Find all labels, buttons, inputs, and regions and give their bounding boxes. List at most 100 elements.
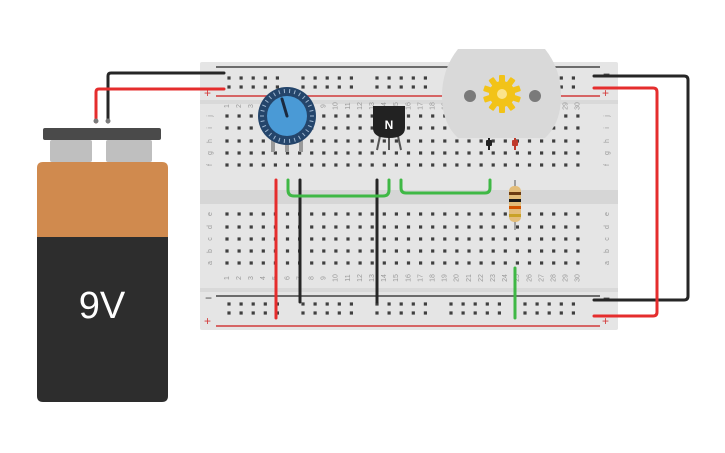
rail-hole [263,302,267,306]
terminal-hole [237,249,241,253]
terminal-hole [322,163,326,167]
terminal-hole [540,249,544,253]
terminal-hole [443,139,447,143]
terminal-hole [261,212,265,216]
terminal-hole [249,249,253,253]
terminal-hole [419,114,423,118]
black-wire-top-negative-to-bottom-negative-rail[interactable] [592,74,690,302]
motor-gear-icon [483,75,521,113]
terminal-hole [564,114,568,118]
dc-motor[interactable] [442,49,561,150]
rail-hole [559,85,563,89]
rail-hole [375,76,379,80]
terminal-hole [467,237,471,241]
terminal-hole [225,126,229,130]
terminal-hole [576,237,580,241]
terminal-hole [249,261,253,265]
potentiometer[interactable] [258,87,316,152]
terminal-hole [310,212,314,216]
transistor-label: N [385,118,394,132]
row-letter-right: c [604,237,611,241]
terminal-hole [394,151,398,155]
terminal-hole [394,249,398,253]
rail-hole [313,76,317,80]
npn-transistor[interactable]: N [373,106,405,151]
terminal-hole [358,163,362,167]
row-letter-right: e [604,212,611,216]
rail-hole [239,76,243,80]
terminal-hole [285,151,290,155]
terminal-hole [261,237,265,241]
terminal-hole [261,225,265,229]
terminal-hole [564,225,568,229]
column-number-bottom: 21 [466,274,473,282]
column-number-top: 1 [224,104,231,108]
rail-hole [423,302,427,306]
potentiometer-tick [268,95,272,100]
terminal-hole [491,151,495,155]
green-wire-potentiometer-wiper-to-transistor-base[interactable] [286,178,391,198]
terminal-hole [346,225,350,229]
terminal-hole [394,163,398,167]
red-wire-top-positive-to-bottom-positive-rail[interactable] [592,86,659,318]
motor-mount-hole-left [464,90,476,102]
terminal-hole [491,163,495,167]
terminal-hole [467,225,471,229]
rail-hole [325,302,329,306]
terminal-hole [382,249,386,253]
terminal-hole [527,225,532,229]
battery-9v[interactable]: 9V [37,118,168,403]
bottom-left-plus-label: + [204,314,211,328]
terminal-hole [225,249,229,253]
row-letter-left: j [207,115,214,118]
row-letter-left: f [207,164,214,166]
rail-hole [251,302,255,306]
terminal-hole [298,151,302,155]
terminal-hole [406,225,411,229]
terminal-hole [334,126,338,130]
row-letter-right: f [604,164,611,166]
green-wire-transistor-collector-to-motor[interactable] [399,178,492,195]
column-number-top: 2 [236,104,243,108]
terminal-hole [261,151,265,155]
red-wire-battery-to-top-positive-rail[interactable] [94,87,226,124]
column-number-bottom: 19 [442,274,449,282]
bottom-left-minus-label: − [205,291,212,305]
terminal-hole [237,139,241,143]
rail-hole [497,311,501,315]
gear-tooth [499,75,505,83]
terminal-hole [455,163,459,167]
terminal-hole [540,225,544,229]
terminal-hole [491,212,495,216]
potentiometer-tick [273,92,276,97]
rail-hole [337,311,341,315]
terminal-hole [443,225,447,229]
rail-hole [387,302,391,306]
column-number-top: 30 [575,102,582,110]
motor-black-lead-tip [486,140,492,146]
terminal-hole [431,249,435,253]
terminal-hole [455,225,459,229]
row-letter-right: h [604,139,611,143]
potentiometer-tick [309,109,314,112]
terminal-hole [479,139,483,143]
rail-hole [263,85,267,89]
resistor[interactable] [509,180,521,230]
terminal-hole [419,163,423,167]
potentiometer-tick [262,124,267,128]
black-wire-battery-to-top-negative-rail[interactable] [106,71,226,124]
terminal-hole [552,261,556,265]
terminal-hole [540,237,544,241]
terminal-hole [334,249,338,253]
row-letter-right: d [604,225,611,229]
potentiometer-tick [293,137,296,142]
rail-hole [559,302,563,306]
terminal-hole [394,237,398,241]
terminal-hole [237,237,241,241]
terminal-hole [491,139,495,143]
gear-tooth [499,105,505,113]
rail-hole [473,311,477,315]
terminal-hole [237,151,241,155]
rail-hole [275,85,279,89]
terminal-hole [540,139,544,143]
